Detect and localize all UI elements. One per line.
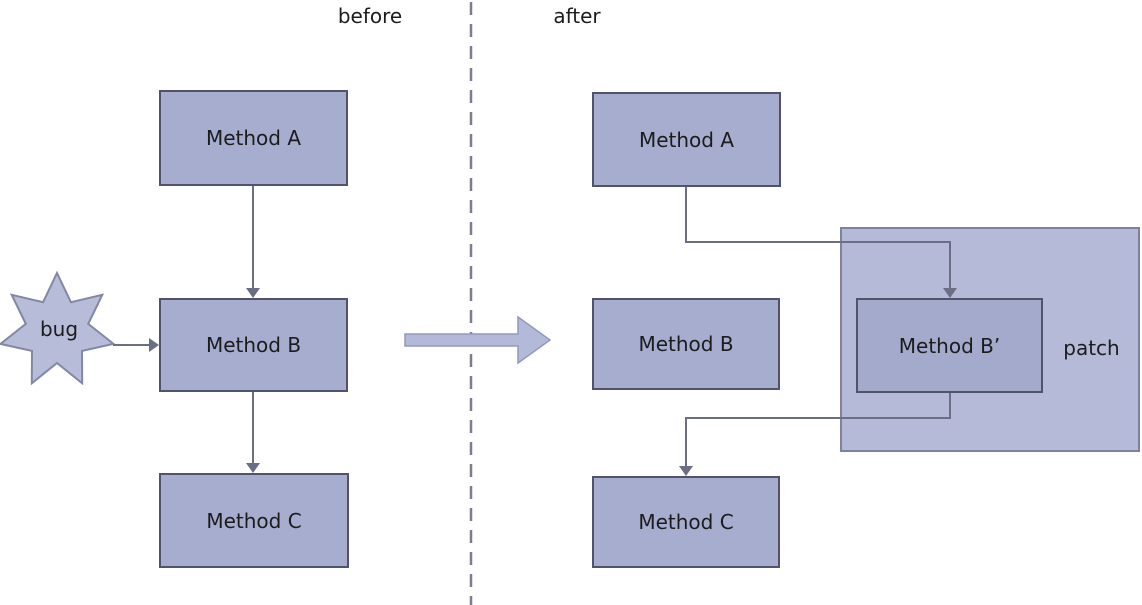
connector-before-a-to-b bbox=[246, 186, 260, 298]
transform-arrow-icon bbox=[404, 315, 552, 365]
after-method-c-box: Method C bbox=[592, 476, 780, 568]
after-method-b-prime-label: Method B’ bbox=[898, 333, 1001, 358]
before-method-b-label: Method B bbox=[205, 333, 302, 357]
before-header: before bbox=[337, 4, 403, 28]
after-method-a-label: Method A bbox=[638, 127, 735, 152]
after-method-b-label: Method B bbox=[638, 332, 734, 356]
before-method-c-box: Method C bbox=[159, 473, 349, 568]
bug-label: bug bbox=[39, 317, 79, 341]
before-method-c-label: Method C bbox=[206, 508, 302, 533]
after-method-b-prime-box: Method B’ bbox=[856, 298, 1043, 393]
after-method-b-box: Method B bbox=[592, 298, 780, 390]
connector-bug-to-b bbox=[113, 338, 159, 352]
before-method-b-box: Method B bbox=[159, 298, 348, 392]
after-header: after bbox=[553, 4, 601, 28]
after-method-a-box: Method A bbox=[592, 92, 781, 187]
connector-before-b-to-c bbox=[246, 392, 260, 473]
patch-label: patch bbox=[1063, 336, 1120, 360]
after-method-c-label: Method C bbox=[638, 510, 734, 534]
before-method-a-box: Method A bbox=[159, 90, 348, 186]
before-method-a-label: Method A bbox=[205, 126, 302, 150]
